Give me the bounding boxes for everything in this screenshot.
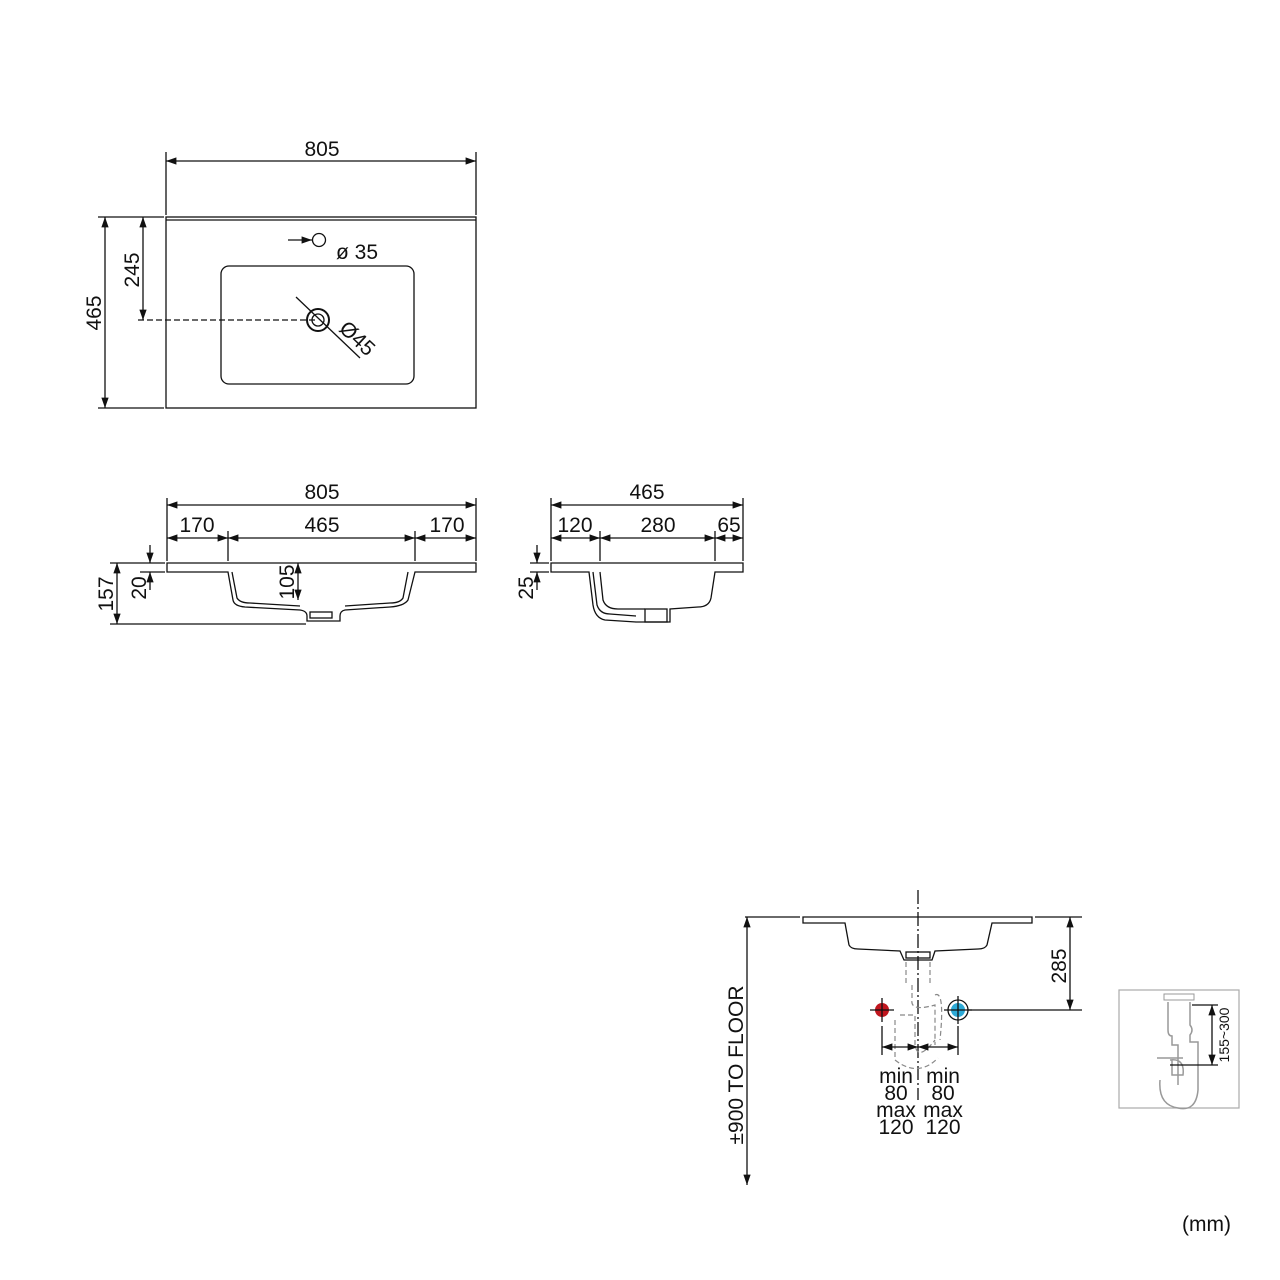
countertop-outline — [165, 216, 477, 409]
drain-height-label: 285 — [1048, 948, 1071, 983]
left-max-value: 120 — [878, 1116, 913, 1139]
right-min-label: min — [926, 1065, 960, 1088]
trap-range-label: 155~300 — [1216, 1007, 1232, 1062]
drain-hole — [306, 308, 330, 332]
top-view: 805 465 245 ø 35 Ø45 — [83, 138, 477, 409]
front-basin-label: 465 — [304, 514, 339, 537]
side-slab-label: 25 — [515, 576, 538, 599]
front-height-label: 157 — [95, 576, 118, 611]
top-depth-label: 465 — [83, 295, 106, 330]
drain-hole-label: Ø45 — [335, 317, 380, 361]
front-width-label: 805 — [304, 481, 339, 504]
trap-sketch — [1157, 1002, 1199, 1110]
basin-outline — [220, 265, 415, 385]
floor-height-label: ±900 TO FLOOR — [725, 986, 748, 1145]
right-max-value: 120 — [925, 1116, 960, 1139]
top-width-label: 805 — [304, 138, 339, 161]
basin-depth-label: 105 — [276, 564, 299, 599]
front-left-label: 170 — [179, 514, 214, 537]
right-max-label: max — [923, 1099, 963, 1122]
front-view: 805 170 465 170 157 20 105 — [95, 481, 477, 625]
right-min-value: 80 — [931, 1082, 954, 1105]
tap-hole — [311, 232, 327, 248]
slab-thickness-label: 20 — [128, 576, 151, 599]
installation-view: ±900 TO FLOOR 285 min 80 max 120 min 80 … — [725, 890, 1082, 1185]
left-min-value: 80 — [884, 1082, 907, 1105]
side-view: 465 120 280 65 25 — [515, 481, 744, 623]
side-back-label: 65 — [717, 514, 740, 537]
side-depth-label: 465 — [629, 481, 664, 504]
trap-pipe — [894, 962, 943, 1070]
units-label: (mm) — [1182, 1213, 1231, 1236]
tap-hole-label: ø 35 — [336, 241, 378, 264]
side-front-label: 120 — [557, 514, 592, 537]
front-right-label: 170 — [429, 514, 464, 537]
sink-profile — [802, 916, 1033, 961]
left-max-label: max — [876, 1099, 916, 1122]
side-profile — [550, 562, 744, 623]
side-basin-label: 280 — [640, 514, 675, 537]
left-min-label: min — [879, 1065, 913, 1088]
trap-inset: 155~300 — [1118, 989, 1240, 1110]
drain-offset-label: 245 — [121, 252, 144, 287]
front-profile — [166, 562, 477, 622]
